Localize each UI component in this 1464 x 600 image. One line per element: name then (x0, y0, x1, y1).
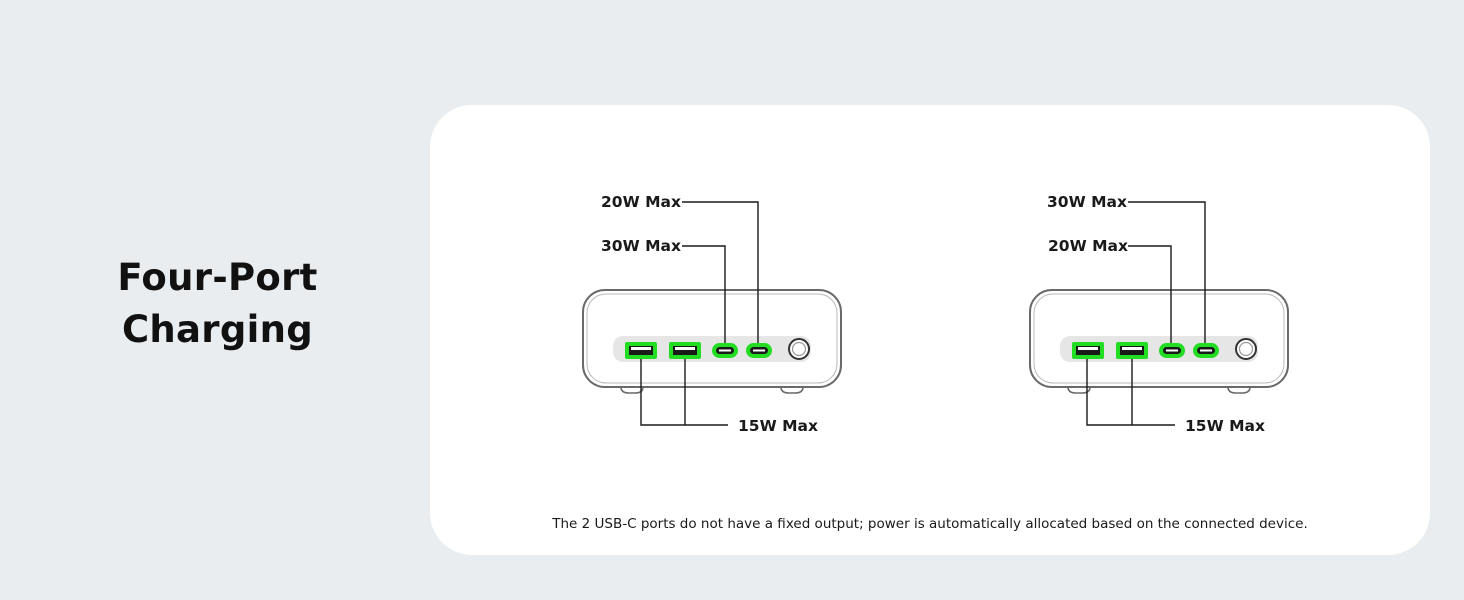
power-button-left (788, 338, 810, 360)
power-button-right (1235, 338, 1257, 360)
port-diagram-svg (582, 201, 1289, 426)
callout-lines-left (640, 201, 759, 426)
footnote: The 2 USB-C ports do not have a fixed ou… (552, 516, 1308, 532)
usb-a-port-1-right (1072, 342, 1104, 359)
callout-lines-right (1086, 201, 1206, 426)
title-line-2: Charging (121, 308, 314, 351)
usb-c-port-1-right (1159, 343, 1185, 358)
label-usb-a-left: 15W Max (738, 417, 818, 435)
usb-c-port-2-left (746, 343, 772, 358)
usb-c-port-1-left (712, 343, 738, 358)
usb-a-port-1-left (625, 342, 657, 359)
label-usb-a-right: 15W Max (1185, 417, 1265, 435)
label-usb-c-1-right: 20W Max (1048, 237, 1128, 255)
usb-a-port-2-left (669, 342, 701, 359)
usb-c-port-2-right (1193, 343, 1219, 358)
usb-a-port-2-right (1116, 342, 1148, 359)
label-usb-c-2-left: 20W Max (601, 193, 681, 211)
title-line-1: Four-Port (117, 256, 318, 299)
diagram-card: 20W Max 30W Max 15W Max 30W Max 20W Max … (430, 105, 1430, 555)
label-usb-c-2-right: 30W Max (1047, 193, 1127, 211)
page-title: Four-Port Charging (70, 252, 365, 356)
label-usb-c-1-left: 30W Max (601, 237, 681, 255)
